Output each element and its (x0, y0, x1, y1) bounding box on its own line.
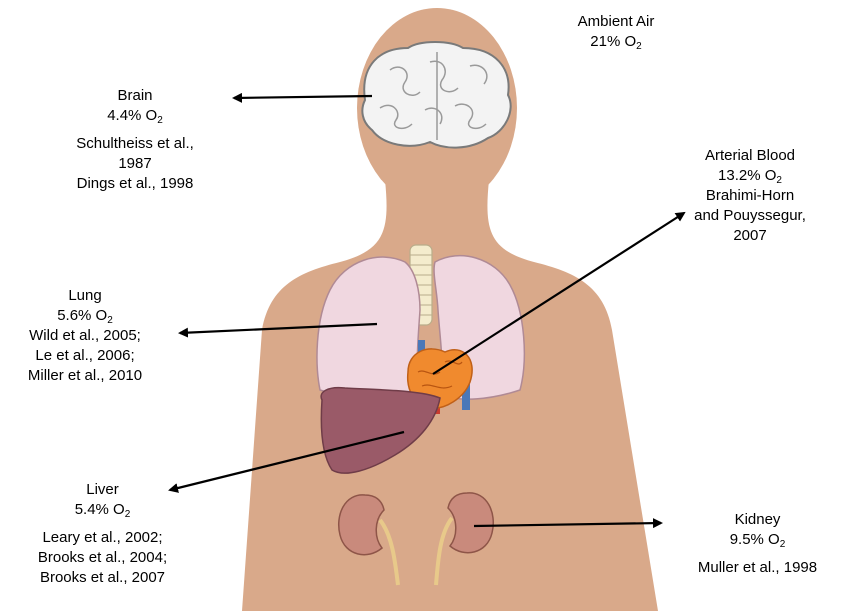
liver-ref-2: Brooks et al., 2004; (0, 548, 205, 568)
right-kidney (448, 493, 493, 553)
arterial-ref-2: and Pouyssegur, (665, 206, 835, 226)
lung-ref-3: Miller et al., 2010 (0, 366, 170, 386)
lung-ref-2: Le et al., 2006; (0, 346, 170, 366)
kidney-ref-1: Muller et al., 1998 (675, 558, 840, 578)
lung-value: 5.6% O2 (0, 306, 170, 326)
arterial-blood-label: Arterial Blood 13.2% O2 Brahimi-Horn and… (665, 146, 835, 246)
brain-label: Brain 4.4% O2 Schultheiss et al., 1987 D… (40, 86, 230, 194)
liver-label: Liver 5.4% O2 Leary et al., 2002; Brooks… (0, 480, 205, 588)
arterial-ref-1: Brahimi-Horn (665, 186, 835, 206)
liver-ref-1: Leary et al., 2002; (0, 528, 205, 548)
left-kidney (339, 495, 384, 555)
brain-name: Brain (40, 86, 230, 106)
liver-name: Liver (0, 480, 205, 500)
brain-arrow (234, 96, 372, 98)
arterial-ref-3: 2007 (665, 226, 835, 246)
neck (393, 170, 481, 250)
lung-ref-1: Wild et al., 2005; (0, 326, 170, 346)
lung-label: Lung 5.6% O2 Wild et al., 2005; Le et al… (0, 286, 170, 386)
kidney-value: 9.5% O2 (675, 530, 840, 550)
arterial-value: 13.2% O2 (665, 166, 835, 186)
ambient-air-label: Ambient Air 21% O2 (556, 12, 676, 52)
brain-ref-3: Dings et al., 1998 (40, 174, 230, 194)
brain-value: 4.4% O2 (40, 106, 230, 126)
ambient-air-value: 21% O2 (556, 32, 676, 52)
liver-ref-3: Brooks et al., 2007 (0, 568, 205, 588)
kidney-name: Kidney (675, 510, 840, 530)
lung-name: Lung (0, 286, 170, 306)
ambient-air-name: Ambient Air (556, 12, 676, 32)
kidney-label: Kidney 9.5% O2 Muller et al., 1998 (675, 510, 840, 578)
brain-ref-2: 1987 (40, 154, 230, 174)
brain-ref-1: Schultheiss et al., (40, 134, 230, 154)
arterial-name: Arterial Blood (665, 146, 835, 166)
brain-icon (362, 42, 510, 148)
liver-value: 5.4% O2 (0, 500, 205, 520)
